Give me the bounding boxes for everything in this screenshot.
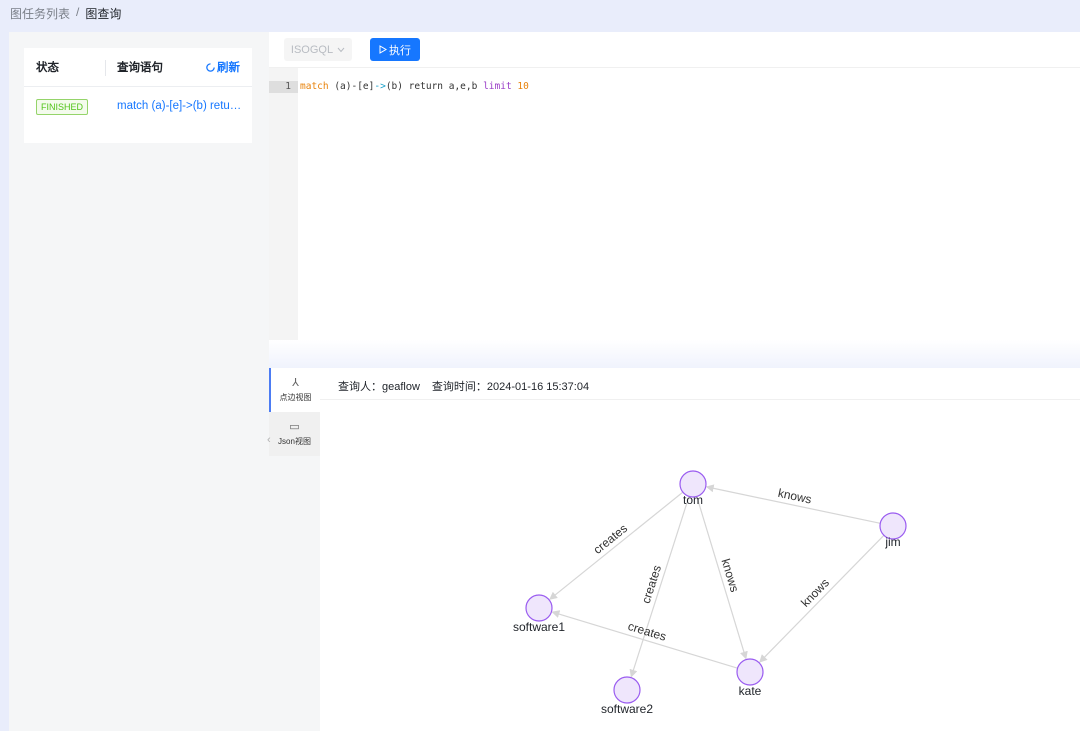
graph-node[interactable] — [679, 470, 707, 498]
view-tabs: ⅄ 点边视图 ▭ Json视图 ‹ — [267, 368, 320, 731]
node-label: software1 — [513, 620, 565, 634]
book-icon: ▭ — [289, 420, 300, 433]
node-label: software2 — [601, 702, 653, 716]
query-user: 查询人：geaflow — [338, 381, 420, 393]
breadcrumb-parent[interactable]: 图任务列表 — [10, 7, 71, 21]
graph-node[interactable] — [525, 594, 553, 622]
active-line-highlight — [269, 81, 298, 93]
graph-edge[interactable] — [759, 534, 885, 663]
line-gutter — [269, 68, 298, 340]
query-workspace: ISOGQL 执行 1 match (a)-[e]->(b) return a,… — [267, 32, 1080, 731]
column-header-query: 查询语句 — [117, 62, 163, 74]
language-value: ISOGQL — [290, 43, 334, 56]
edge-label: knows — [718, 557, 741, 594]
language-select[interactable]: ISOGQL — [284, 38, 352, 61]
edge-label: creates — [626, 619, 668, 644]
query-time: 查询时间：2024-01-16 15:37:04 — [431, 381, 590, 393]
tab-graph-view[interactable]: ⅄ 点边视图 — [269, 368, 320, 412]
code-editor[interactable]: 1 match (a)-[e]->(b) return a,e,b limit … — [269, 68, 1080, 340]
chevron-down-icon — [337, 47, 345, 52]
tab-json-view[interactable]: ▭ Json视图 — [269, 412, 320, 456]
task-list-panel: 状态 查询语句 刷新 FINISHED match (a)-[e]->(b) r… — [9, 32, 269, 731]
refresh-icon — [206, 62, 215, 72]
line-number: 1 — [285, 81, 291, 92]
graph-edge[interactable] — [549, 491, 684, 600]
task-table-header: 状态 查询语句 刷新 — [24, 48, 252, 87]
divider — [320, 399, 1080, 400]
code-line: match (a)-[e]->(b) return a,e,b limit 10 — [300, 81, 529, 92]
token-number: 10 — [517, 81, 529, 92]
collapse-icon[interactable]: ‹ — [267, 434, 271, 446]
status-badge: FINISHED — [36, 99, 89, 115]
run-button[interactable]: 执行 — [370, 38, 420, 61]
run-label: 执行 — [389, 44, 411, 57]
graph-edge[interactable] — [551, 610, 738, 669]
graph-edge[interactable] — [696, 496, 748, 660]
task-table: 状态 查询语句 刷新 FINISHED match (a)-[e]->(b) r… — [24, 48, 252, 143]
graph-node[interactable] — [736, 658, 764, 686]
tab-label: 点边视图 — [279, 392, 312, 402]
table-row[interactable]: FINISHED match (a)-[e]->(b) return a,e,b… — [24, 87, 252, 127]
panel-splitter[interactable] — [269, 340, 1080, 368]
breadcrumb: 图任务列表 / 图查询 — [10, 5, 121, 22]
token-keyword: match — [300, 81, 329, 92]
query-link[interactable]: match (a)-[e]->(b) return a,e,b limit 10 — [117, 100, 245, 112]
breadcrumb-current: 图查询 — [85, 7, 122, 21]
graph-node[interactable] — [879, 512, 907, 540]
tab-label: Json视图 — [278, 436, 311, 446]
edge-label: knows — [777, 486, 813, 507]
result-panel: ⅄ 点边视图 ▭ Json视图 ‹ 查询人：geaflow 查询时间：2024-… — [267, 368, 1080, 731]
token-keyword: limit — [483, 81, 512, 92]
refresh-button[interactable]: 刷新 — [205, 59, 240, 75]
node-label: tom — [683, 493, 703, 507]
editor-toolbar: ISOGQL 执行 — [269, 32, 1080, 68]
node-label: jim — [884, 535, 900, 549]
refresh-label: 刷新 — [217, 62, 240, 74]
graph-edge[interactable] — [629, 496, 690, 678]
graph-icon: ⅄ — [292, 376, 299, 389]
graph-node[interactable] — [613, 676, 641, 704]
breadcrumb-separator: / — [76, 5, 80, 19]
play-icon — [379, 45, 387, 54]
graph-edge[interactable] — [705, 484, 881, 524]
query-meta: 查询人：geaflow 查询时间：2024-01-16 15:37:04 — [338, 378, 589, 394]
column-header-status: 状态 — [36, 62, 59, 74]
token-arrow: -> — [374, 81, 386, 92]
node-label: kate — [739, 684, 762, 698]
column-divider — [105, 60, 106, 76]
graph-nodes: tom jim software1 kate software2 — [513, 470, 907, 716]
